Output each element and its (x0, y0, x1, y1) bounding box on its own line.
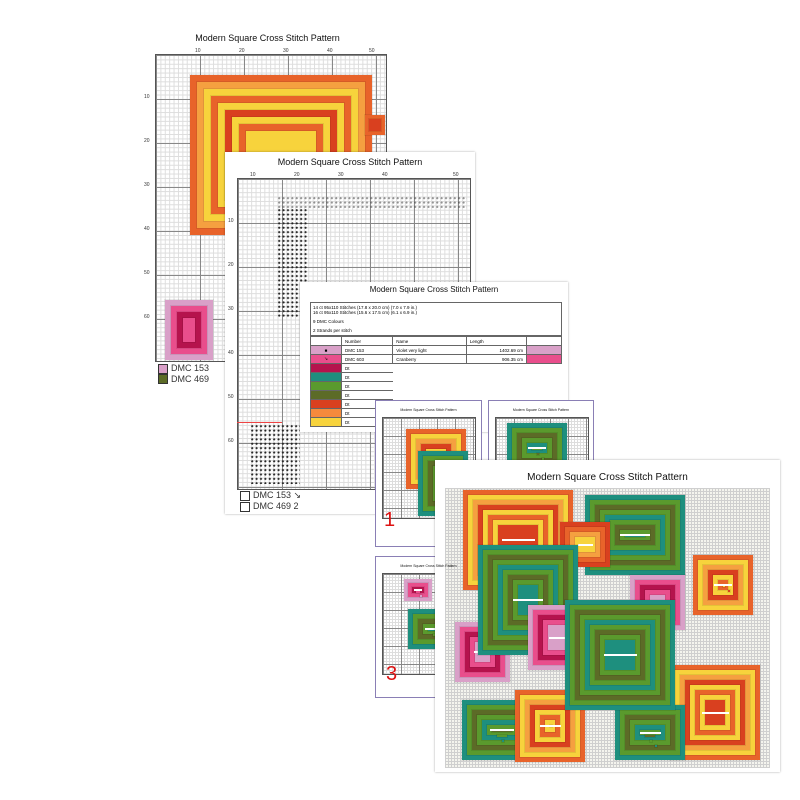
page-title: Modern Square Cross Stitch Pattern (527, 472, 688, 483)
white-stripe (577, 543, 593, 546)
row-marker-line (237, 422, 282, 423)
page-title: Modern Square Cross Stitch Pattern (277, 157, 423, 167)
stitched-square (624, 534, 646, 538)
stitched-square (496, 734, 508, 738)
table-row: Dt (310, 417, 562, 427)
stitched-square (541, 457, 545, 461)
white-stripe (413, 589, 423, 591)
white-stripe (639, 731, 661, 734)
page-title: Modern Square Cross Stitch Pattern (369, 285, 499, 294)
stitched-square (368, 118, 382, 132)
page-number: 1 (384, 509, 396, 531)
stitched-square (427, 628, 437, 632)
stitched-square (432, 633, 436, 637)
stitched-square (491, 729, 513, 733)
stitched-square (501, 739, 505, 743)
legend: DMC 153 DMC 469 (158, 363, 209, 385)
table-row: Dt (310, 381, 562, 391)
table-row: Dt (310, 372, 562, 382)
white-stripe (714, 584, 732, 586)
white-stripe (549, 636, 567, 639)
stitched-square (654, 744, 658, 748)
stitch-symbols (277, 196, 467, 208)
page-title: Modern Square Cross Stitch Pattern (195, 33, 340, 43)
stitched-square (722, 584, 726, 588)
white-stripe (539, 725, 561, 727)
stitched-square (419, 594, 423, 598)
table-row: Dt (310, 363, 562, 373)
white-stripe (490, 729, 514, 731)
white-stripe (501, 539, 535, 541)
stitched-square (182, 317, 196, 343)
stitched-square (536, 452, 540, 456)
white-stripe (701, 711, 729, 714)
white-stripe (513, 599, 543, 601)
table-row: Dt (310, 390, 562, 400)
page-number: 3 (386, 663, 398, 685)
stitched-square (649, 739, 653, 743)
cover-page: Modern Square Cross Stitch Pattern (435, 460, 780, 772)
white-stripe (424, 628, 440, 630)
stitch-symbols (250, 424, 300, 484)
white-stripe (603, 654, 637, 656)
stitched-square (644, 734, 656, 738)
stitched-square (727, 589, 731, 593)
legend: DMC 153 ↘ DMC 469 2 (240, 490, 301, 512)
page-title: Modern Square Cross Stitch Pattern (400, 564, 457, 568)
page-title: Modern Square Cross Stitch Pattern (400, 408, 457, 412)
white-stripe (620, 534, 650, 536)
page-title: Modern Square Cross Stitch Pattern (512, 408, 570, 412)
white-stripe (528, 447, 546, 449)
info-box: 14 ct 95x110 Stitches (17.8 x 20.0 cm) (… (310, 302, 562, 336)
stitched-square (415, 590, 421, 594)
stitched-square (531, 447, 543, 451)
